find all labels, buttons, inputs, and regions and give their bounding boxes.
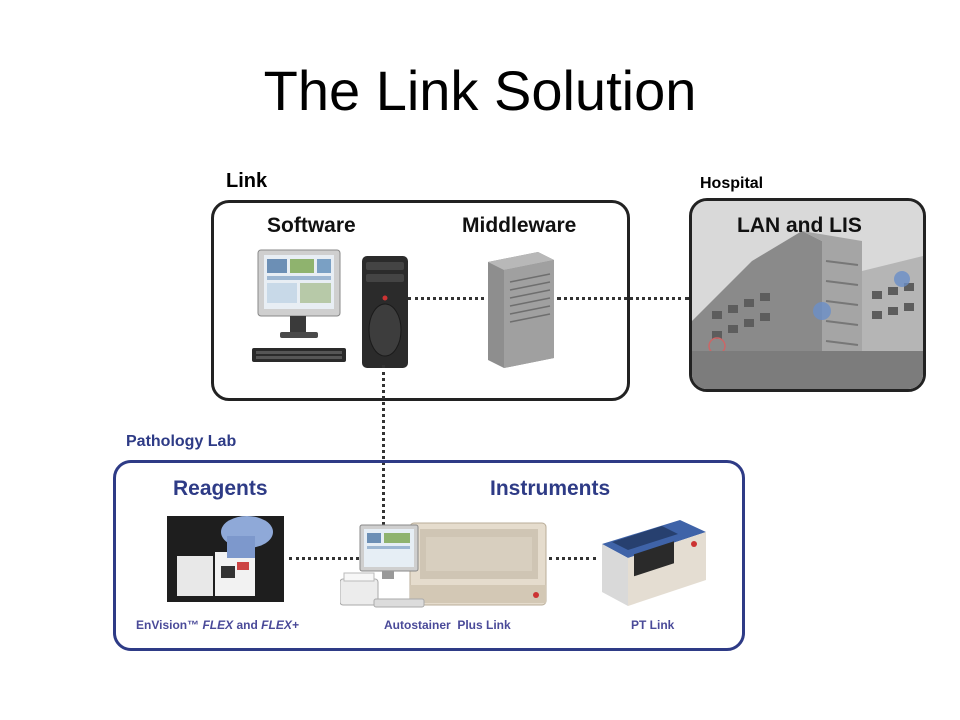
reagents-heading: Reagents <box>173 477 268 500</box>
envision-caption-prefix: EnVision™ <box>136 618 203 632</box>
connector-reagents-autostainer <box>289 557 359 560</box>
hospital-group-label: Hospital <box>700 175 764 192</box>
lab-box <box>113 460 745 651</box>
middleware-heading: Middleware <box>462 214 577 237</box>
connector-software-middleware <box>408 297 484 300</box>
hospital-building-image <box>692 201 923 389</box>
link-box <box>211 200 630 401</box>
reagents-image <box>167 516 284 602</box>
desktop-computer-image <box>252 249 408 368</box>
autostainer-image <box>340 522 547 608</box>
page-title: The Link Solution <box>263 59 697 122</box>
instruments-heading: Instruments <box>490 477 611 500</box>
lan-lis-heading: LAN and LIS <box>737 214 862 237</box>
autostainer-caption: Autostainer Plus Link <box>384 618 511 632</box>
envision-caption: EnVision™ FLEX and FLEX+ <box>136 618 299 632</box>
lab-group-label: Pathology Lab <box>126 433 237 450</box>
ptlink-caption: PT Link <box>631 618 675 632</box>
connector-middleware-hospital <box>557 297 689 300</box>
envision-caption-and: and <box>233 618 262 632</box>
software-heading: Software <box>267 214 356 237</box>
envision-caption-flex: FLEX <box>202 618 234 632</box>
link-group-label: Link <box>226 170 268 192</box>
pt-link-image <box>602 520 706 606</box>
envision-caption-flexplus: FLEX+ <box>261 618 299 632</box>
hospital-box <box>689 198 926 392</box>
connector-autostainer-ptlink <box>549 557 596 560</box>
connector-link-lab <box>382 365 385 532</box>
middleware-server-image <box>488 252 554 368</box>
